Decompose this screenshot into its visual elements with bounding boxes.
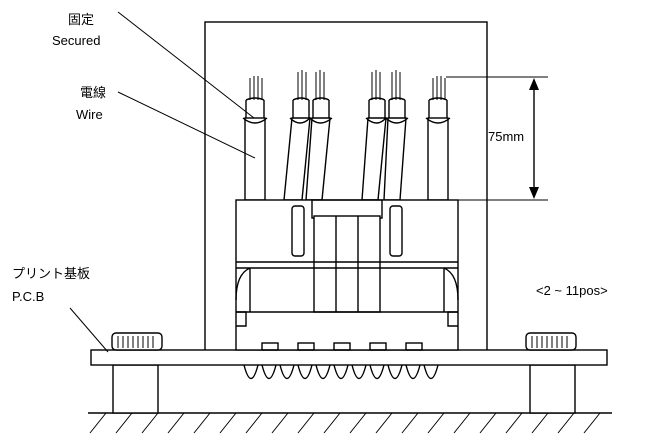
secured-label-en: Secured <box>52 33 100 48</box>
hatch-stroke <box>193 412 211 434</box>
pcb-label-jp: プリント基板 <box>12 266 90 281</box>
hatch-stroke <box>349 412 367 434</box>
secured-label-jp: 固定 <box>68 12 94 27</box>
hatch-stroke <box>245 412 263 434</box>
pcb-board <box>90 349 608 366</box>
screw-left <box>111 332 163 351</box>
screw-right <box>525 332 577 351</box>
hatch-stroke <box>167 412 185 434</box>
hatch-stroke <box>531 412 549 434</box>
hatch-stroke <box>297 412 315 434</box>
hatch-stroke <box>89 412 107 434</box>
dimension-label: 75mm <box>488 129 524 144</box>
pcb-supports <box>112 364 576 414</box>
connector-housing <box>235 199 459 351</box>
hatch-stroke <box>505 412 523 434</box>
hatch-stroke <box>271 412 289 434</box>
hatch-stroke <box>453 412 471 434</box>
hatch-stroke <box>323 412 341 434</box>
hatch-stroke <box>583 412 601 434</box>
solder-tails <box>243 364 439 380</box>
wires <box>242 70 451 201</box>
hatch-stroke <box>401 412 419 434</box>
hatch-stroke <box>479 412 497 434</box>
wire-label-en: Wire <box>76 107 103 122</box>
hatch-stroke <box>375 412 393 434</box>
hatch-stroke <box>427 412 445 434</box>
hatch-stroke <box>219 412 237 434</box>
hatch-stroke <box>557 412 575 434</box>
wire-label-jp: 電線 <box>80 85 106 100</box>
positions-label: <2 ~ 11pos> <box>536 283 608 298</box>
hatch-stroke <box>115 412 133 434</box>
pcb-label-en: P.C.B <box>12 289 44 304</box>
ground-hatching <box>88 412 612 434</box>
dimension-75mm <box>446 76 548 201</box>
hatch-stroke <box>141 412 159 434</box>
leader-lines <box>69 11 256 353</box>
